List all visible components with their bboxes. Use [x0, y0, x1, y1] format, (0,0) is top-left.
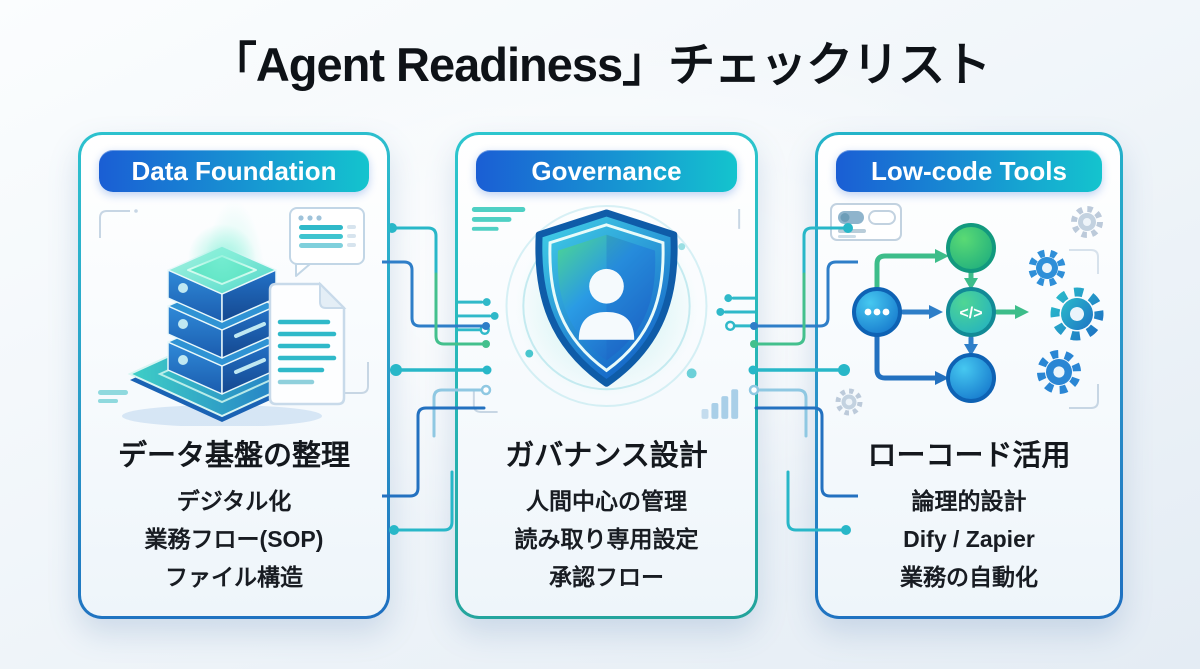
workflow-edges — [874, 249, 1029, 385]
card-heading: ガバナンス設計 — [505, 440, 708, 472]
card-item-list: デジタル化 業務フロー(SOP) ファイル構造 — [145, 482, 324, 596]
card-low-code-tools: Low-code Tools — [815, 132, 1123, 619]
card-heading: データ基盤の整理 — [117, 440, 350, 472]
badge-low-code-tools: Low-code Tools — [836, 150, 1102, 192]
list-item: 論理的設計 — [911, 488, 1027, 514]
database-stack-icon — [98, 200, 369, 426]
list-item: 業務の自動化 — [900, 564, 1038, 590]
list-item: 承認フロー — [549, 564, 664, 590]
list-item: 読み取り専用設定 — [514, 526, 699, 552]
shield-user-icon — [458, 205, 755, 419]
corner-bracket-icon — [1069, 249, 1099, 409]
card-item-list: 人間中心の管理 読み取り専用設定 承認フロー — [515, 482, 699, 596]
badge-governance: Governance — [476, 150, 737, 192]
list-item: Dify / Zapier — [903, 526, 1035, 552]
workflow-nodes: </> — [852, 223, 996, 403]
circuit-connector-icon — [382, 223, 492, 535]
corner-bracket-icon — [472, 209, 741, 413]
browser-window-icon — [830, 203, 902, 241]
teal-dash-lines — [471, 207, 526, 231]
gear-icon — [835, 206, 1103, 416]
shield-user-icon — [458, 194, 755, 426]
card-governance: Governance — [455, 132, 758, 619]
list-item: 業務フロー(SOP) — [144, 526, 324, 552]
card-data-foundation: Data Foundation — [78, 132, 390, 619]
workflow-gears-icon: </> — [818, 194, 1120, 426]
corner-bracket-icon — [99, 209, 369, 395]
list-item: デジタル化 — [176, 488, 292, 514]
teal-dash-lines — [98, 390, 128, 403]
list-item: ファイル構造 — [164, 564, 303, 590]
workflow-gears-icon: </> — [830, 203, 1104, 416]
circuit-dots-icon — [458, 294, 755, 335]
shield-shape — [535, 209, 678, 387]
page-title: 「Agent Readiness」チェックリスト — [209, 38, 991, 91]
circuit-connector-icon — [748, 223, 858, 535]
gear-icon — [1028, 249, 1104, 394]
badge-data-foundation: Data Foundation — [99, 150, 369, 192]
card-heading: ローコード活用 — [867, 440, 1071, 472]
document-icon — [268, 281, 347, 406]
chat-list-icon — [289, 207, 365, 277]
list-item: 人間中心の管理 — [526, 488, 687, 514]
database-stack-icon — [81, 194, 387, 426]
card-item-list: 論理的設計 Dify / Zapier 業務の自動化 — [900, 482, 1038, 596]
top-glow — [188, 224, 256, 292]
bar-chart-icon — [701, 389, 739, 419]
code-symbol: </> — [959, 305, 982, 322]
